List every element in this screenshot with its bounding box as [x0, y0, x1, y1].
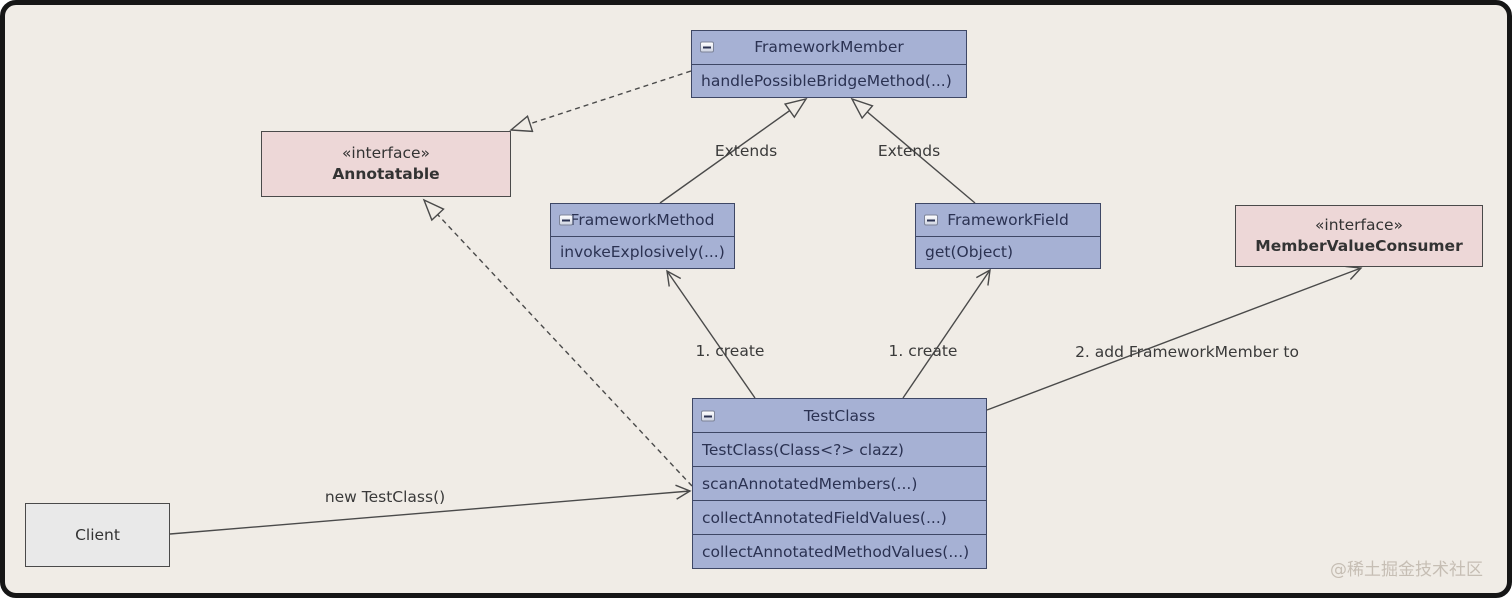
- class-framework-member[interactable]: FrameworkMember handlePossibleBridgeMeth…: [691, 30, 967, 98]
- class-framework-field[interactable]: FrameworkField get(Object): [915, 203, 1101, 269]
- class-name: TestClass: [803, 406, 876, 425]
- interface-name: MemberValueConsumer: [1255, 237, 1463, 255]
- class-header: TestClass: [693, 399, 986, 432]
- edge-label-create: 1. create: [695, 342, 765, 360]
- class-method: scanAnnotatedMembers(...): [693, 466, 986, 500]
- class-name: FrameworkField: [947, 210, 1069, 229]
- stereotype-label: «interface»: [341, 144, 431, 163]
- class-method: TestClass(Class<?> clazz): [693, 432, 986, 466]
- edge-client-new-testclass: [169, 484, 692, 535]
- class-method: handlePossibleBridgeMethod(...): [692, 63, 966, 98]
- stereotype-label: «interface»: [1314, 216, 1404, 235]
- edge-label-extends: Extends: [714, 142, 778, 160]
- collapse-icon[interactable]: [924, 214, 938, 226]
- class-client[interactable]: Client: [25, 503, 170, 567]
- edge-frameworkfield-extends: [852, 99, 976, 204]
- edge-label-add-member: 2. add FrameworkMember to: [1075, 343, 1299, 361]
- class-method: invokeExplosively(...): [551, 235, 734, 269]
- class-header: FrameworkMember: [692, 31, 966, 64]
- class-name: FrameworkMethod: [570, 210, 715, 229]
- edge-label-new-testclass: new TestClass(): [324, 488, 446, 506]
- edge-testclass-add-to-consumer: [986, 265, 1363, 411]
- class-test-class[interactable]: TestClass TestClass(Class<?> clazz) scan…: [692, 398, 987, 569]
- class-method: collectAnnotatedFieldValues(...): [693, 500, 986, 534]
- class-method: get(Object): [916, 235, 1100, 269]
- interface-member-value-consumer[interactable]: «interface» MemberValueConsumer: [1235, 205, 1483, 267]
- class-name: Client: [75, 526, 120, 544]
- collapse-icon[interactable]: [701, 410, 715, 421]
- collapse-icon[interactable]: [559, 214, 573, 226]
- class-name: FrameworkMember: [754, 38, 904, 57]
- interface-name: Annotatable: [332, 165, 440, 183]
- collapse-icon[interactable]: [700, 41, 714, 53]
- edge-label-create: 1. create: [888, 342, 958, 360]
- class-framework-method[interactable]: FrameworkMethod invokeExplosively(...): [550, 203, 735, 269]
- edge-testclass-implements-annotatable: [424, 200, 693, 487]
- interface-annotatable[interactable]: «interface» Annotatable: [261, 131, 511, 197]
- edge-testclass-creates-method: [666, 269, 756, 399]
- edge-frameworkmember-implements-annotatable: [511, 70, 692, 130]
- edge-testclass-creates-field: [902, 268, 991, 399]
- class-header: FrameworkField: [916, 204, 1100, 236]
- class-header: FrameworkMethod: [551, 204, 734, 236]
- edge-label-extends: Extends: [877, 142, 941, 160]
- watermark: @稀土掘金技术社区: [1330, 560, 1483, 580]
- edge-frameworkmethod-extends: [659, 99, 806, 204]
- class-method: collectAnnotatedMethodValues(...): [693, 534, 986, 568]
